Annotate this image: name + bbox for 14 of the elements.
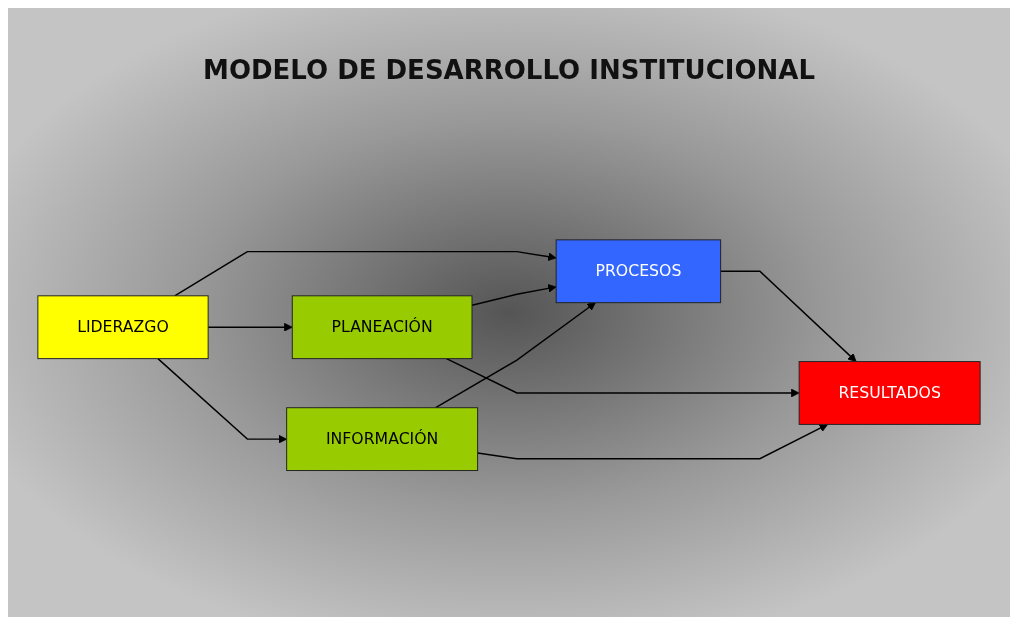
arrow — [476, 423, 829, 460]
arrow — [173, 250, 557, 297]
node-box: LIDERAZGO — [37, 295, 209, 359]
diagram-title: MODELO DE DESARROLLO INSTITUCIONAL — [202, 55, 816, 85]
node-box: RESULTADOS — [798, 360, 981, 425]
arrow — [445, 357, 800, 398]
arrow — [471, 283, 557, 306]
arrow — [157, 357, 288, 444]
arrow — [207, 322, 293, 332]
node-box: INFORMACIÓN — [286, 407, 479, 471]
node-box: PLANEACIÓN — [291, 295, 473, 359]
arrow — [434, 302, 596, 409]
node-box: PROCESOS — [555, 239, 722, 303]
arrow — [719, 270, 857, 362]
